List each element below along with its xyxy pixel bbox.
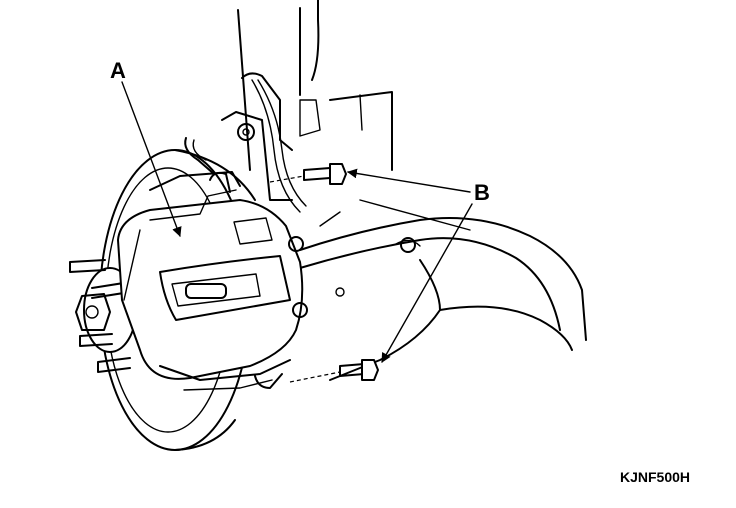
brake-caliper	[117, 137, 308, 391]
wheel-stud	[69, 259, 106, 273]
callout-b: B	[347, 168, 490, 363]
figure-code: KJNF500H	[620, 469, 690, 485]
callout-a: A	[110, 58, 182, 237]
caliper-mounting-bolt-upper	[269, 163, 347, 185]
strut-assembly	[221, 0, 393, 213]
label-a: A	[110, 58, 126, 83]
leader-b-upper	[347, 168, 471, 193]
leader-a	[121, 81, 182, 237]
lower-control-arm	[299, 199, 587, 381]
wheel-stud	[97, 357, 131, 373]
caliper-mounting-bolt-lower	[289, 359, 379, 383]
label-b: B	[474, 180, 490, 205]
wheel-stud	[79, 333, 113, 347]
leader-b-lower	[381, 203, 473, 363]
